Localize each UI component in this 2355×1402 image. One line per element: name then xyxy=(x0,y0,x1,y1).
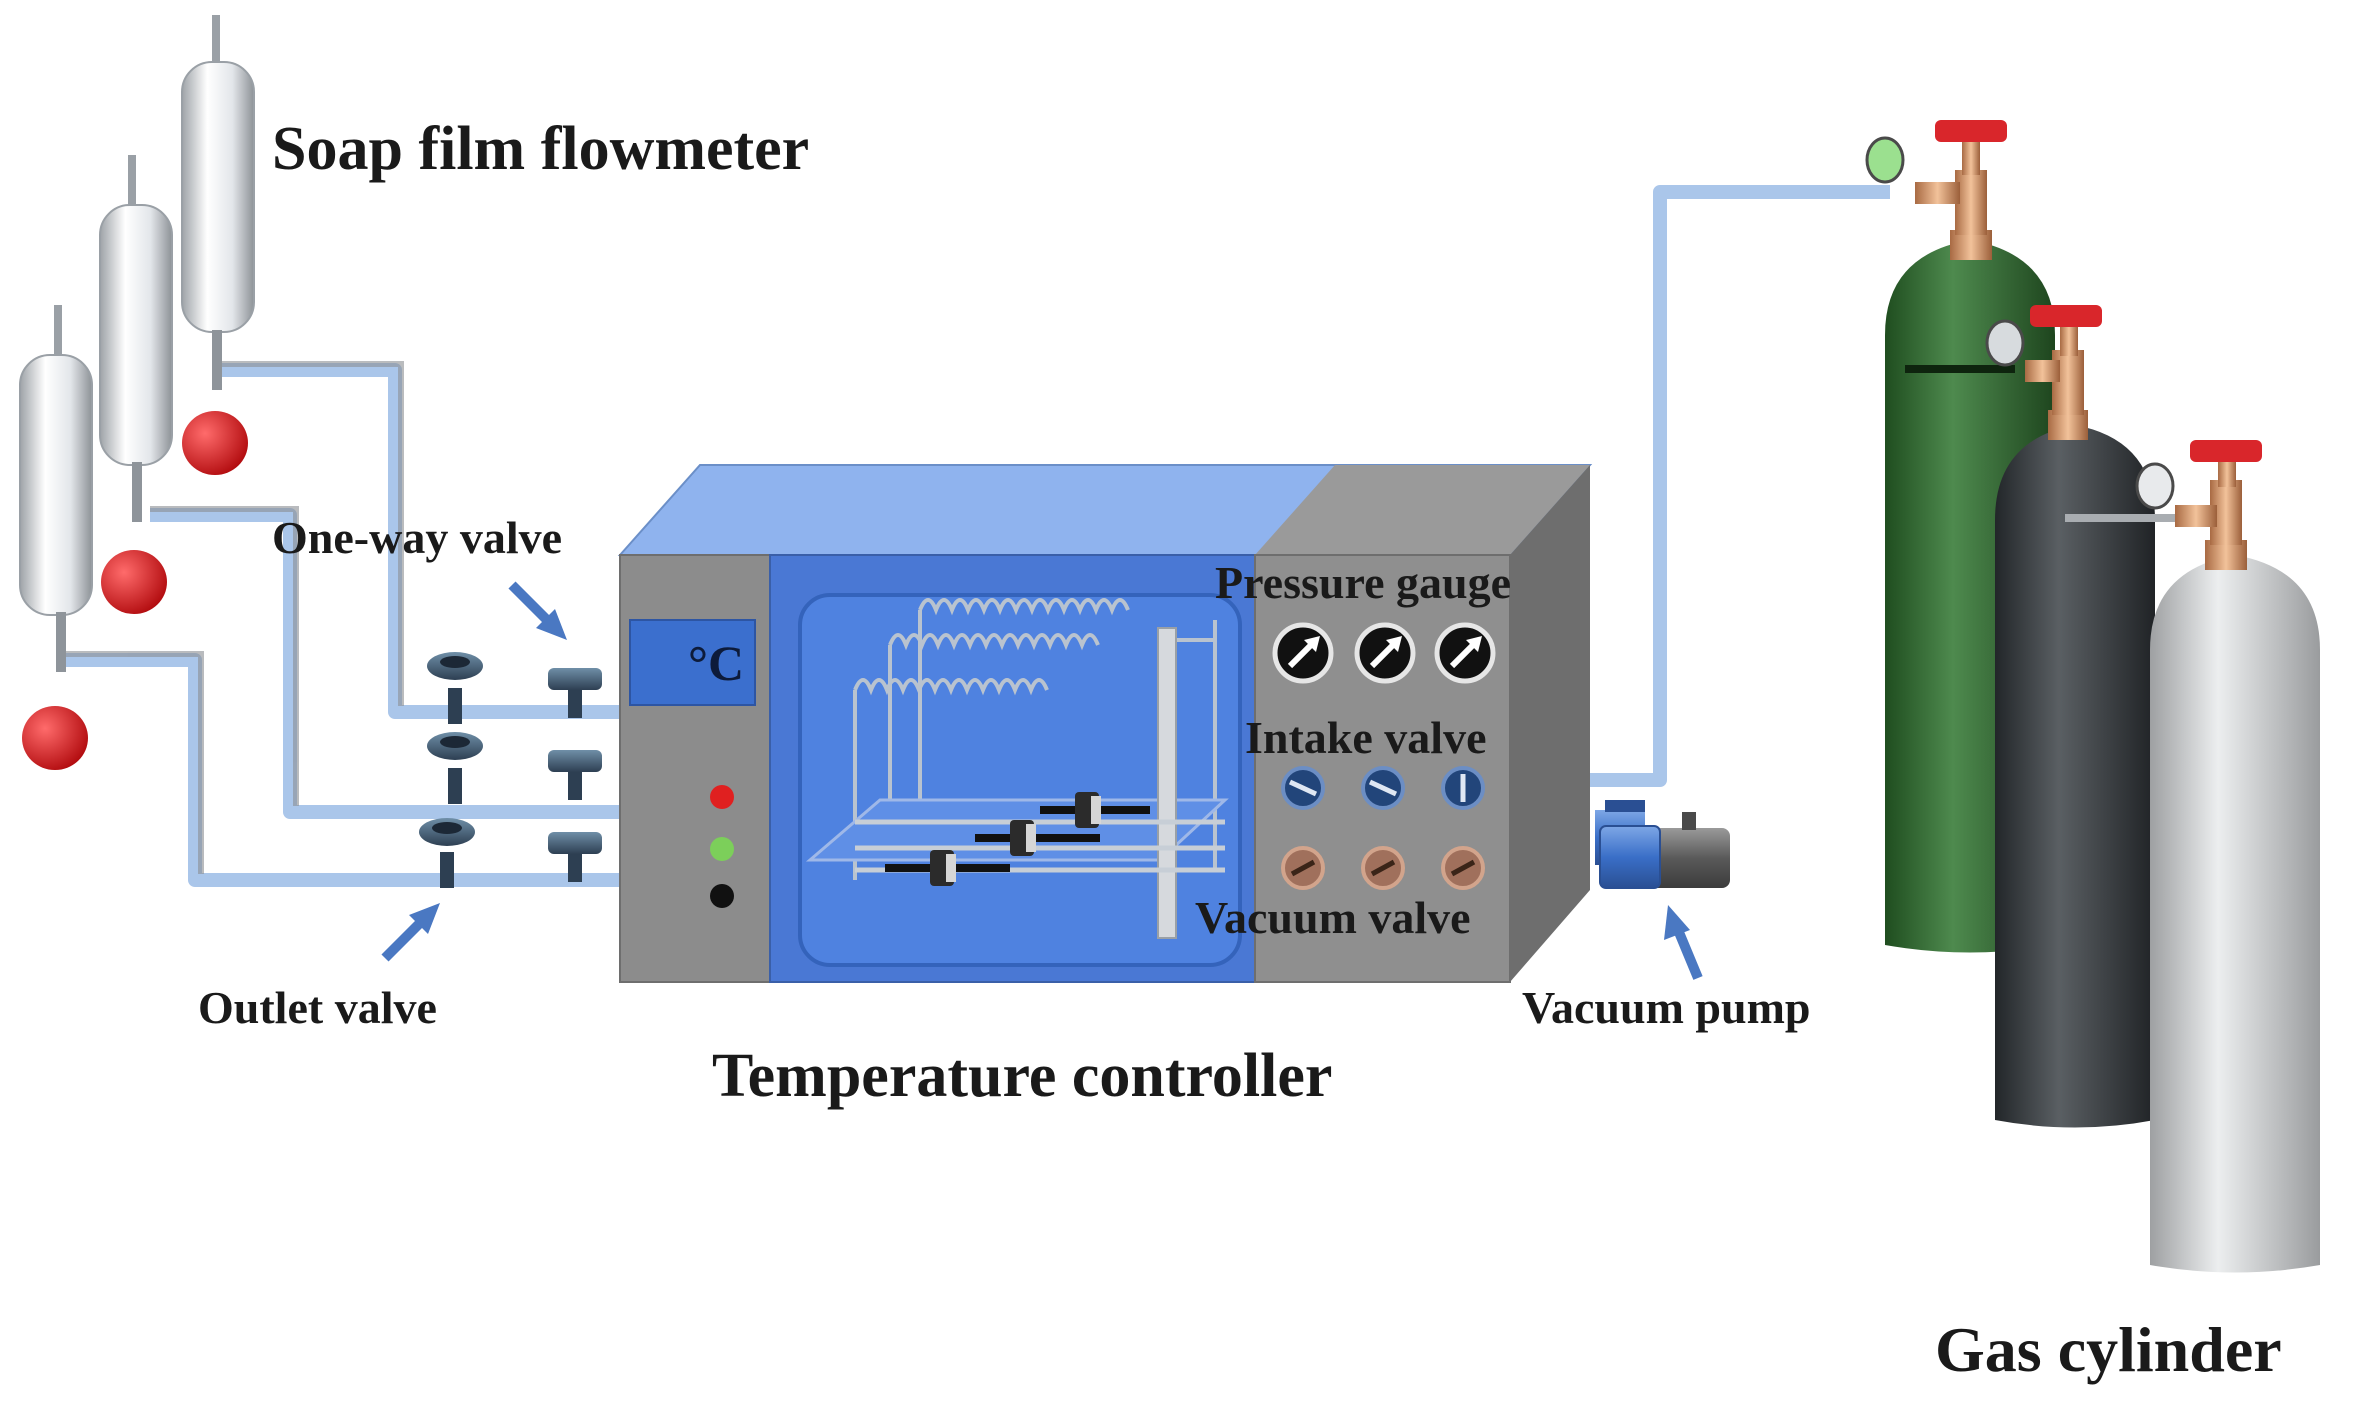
indicator-lights xyxy=(710,785,734,908)
intake-valve-2 xyxy=(1361,766,1405,810)
membrane-cell-3 xyxy=(1040,792,1150,828)
outlet-valve-2 xyxy=(427,732,483,804)
label-temperature-controller: Temperature controller xyxy=(712,1042,1333,1110)
tube-flowmeter-1 xyxy=(62,653,620,887)
label-outlet-valve: Outlet valve xyxy=(198,982,437,1033)
outlet-valve-1 xyxy=(427,652,483,724)
one-way-valves xyxy=(548,668,602,882)
tube-flowmeter-2 xyxy=(150,508,620,819)
gas-cylinder-silver xyxy=(2065,440,2320,1273)
intake-valves xyxy=(1281,766,1485,810)
label-soap-film-flowmeter: Soap film flowmeter xyxy=(272,115,810,183)
chamber-internals xyxy=(805,598,1229,939)
arrow-outlet-valve xyxy=(381,903,440,962)
indicator-light-green xyxy=(710,837,734,861)
gas-tubing xyxy=(62,185,1890,887)
pressure-gauge-2 xyxy=(1354,622,1416,684)
arrow-vacuum-pump xyxy=(1664,905,1703,980)
membrane-cell-2 xyxy=(975,820,1100,856)
tube-gas-supply xyxy=(1540,185,1890,787)
pressure-gauge-3 xyxy=(1434,622,1496,684)
one-way-valve-3 xyxy=(548,832,602,882)
pointer-arrows xyxy=(381,581,1703,980)
pressure-gauge-1 xyxy=(1272,622,1334,684)
indicator-light-red xyxy=(710,785,734,809)
soap-film-flowmeter-2 xyxy=(99,155,173,614)
arrow-one-way-valve xyxy=(508,581,567,640)
one-way-valve-2 xyxy=(548,750,602,800)
outlet-valve-3 xyxy=(419,818,475,888)
outlet-valves xyxy=(419,652,483,888)
temperature-display xyxy=(629,619,756,706)
soap-film-flowmeter-1 xyxy=(19,305,93,770)
membrane-cell-1 xyxy=(885,850,1010,886)
label-pressure-gauge: Pressure gauge xyxy=(1215,557,1511,608)
pressure-gauges xyxy=(1272,622,1496,684)
vacuum-valve-1 xyxy=(1281,846,1325,890)
label-intake-valve: Intake valve xyxy=(1245,712,1487,763)
vacuum-valve-3 xyxy=(1441,846,1485,890)
tube-flowmeter-3 xyxy=(215,363,620,719)
indicator-light-black xyxy=(710,884,734,908)
label-vacuum-valve: Vacuum valve xyxy=(1195,892,1471,943)
intake-valve-1 xyxy=(1281,766,1325,810)
label-temperature-unit: °C xyxy=(688,635,745,691)
gas-cylinder-dark xyxy=(1985,305,2155,1128)
label-one-way-valve: One-way valve xyxy=(272,512,563,563)
intake-valve-3 xyxy=(1441,766,1485,810)
one-way-valve-1 xyxy=(548,668,602,718)
label-gas-cylinder: Gas cylinder xyxy=(1935,1314,2282,1385)
label-vacuum-pump: Vacuum pump xyxy=(1522,982,1811,1033)
vacuum-valves xyxy=(1281,846,1485,890)
vacuum-pump xyxy=(1595,800,1730,889)
vacuum-valve-2 xyxy=(1361,846,1405,890)
soap-film-flowmeter-3 xyxy=(181,15,255,475)
